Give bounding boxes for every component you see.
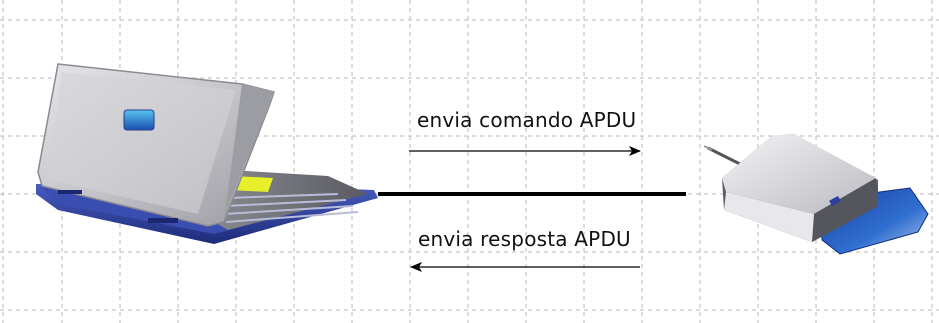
laptop-icon — [36, 63, 378, 244]
command-label: envia comando APDU — [417, 108, 637, 132]
smart-card-reader-icon — [703, 134, 929, 255]
response-label: envia resposta APDU — [418, 227, 631, 251]
